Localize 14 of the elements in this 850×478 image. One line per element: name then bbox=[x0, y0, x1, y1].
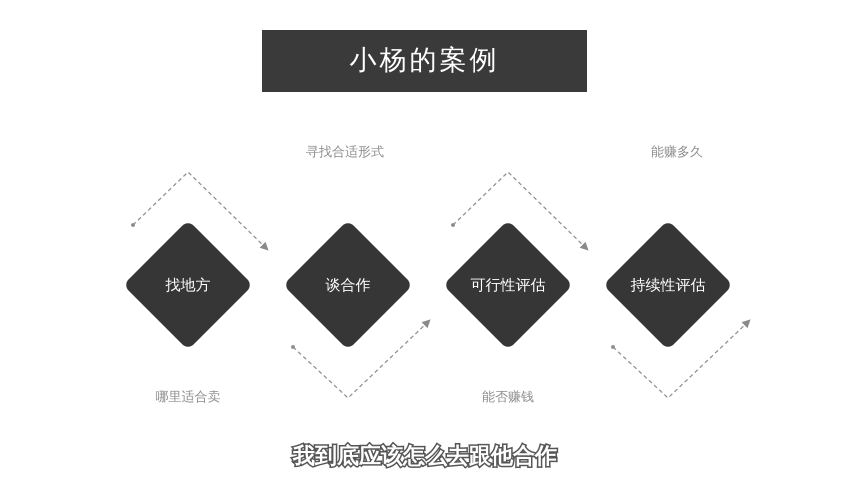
title-banner: 小杨的案例 bbox=[262, 30, 587, 92]
dashed-arrow bbox=[451, 171, 589, 251]
step-note: 能否赚钱 bbox=[481, 389, 535, 407]
diamond-label: 持续性评估 bbox=[630, 274, 706, 296]
diamond-label: 谈合作 bbox=[326, 274, 370, 296]
subtitle-caption: 我到底应该怎么去跟他合作 bbox=[0, 440, 850, 473]
step-note: 哪里适合卖 bbox=[154, 389, 222, 407]
dashed-arrow bbox=[611, 319, 751, 399]
step-note: 寻找合适形式 bbox=[305, 144, 385, 162]
diamond-label: 可行性评估 bbox=[470, 274, 546, 296]
dashed-arrow bbox=[131, 171, 269, 251]
diamond-label: 找地方 bbox=[166, 274, 210, 296]
dashed-arrow bbox=[291, 319, 431, 399]
step-note: 能赚多久 bbox=[650, 144, 704, 162]
